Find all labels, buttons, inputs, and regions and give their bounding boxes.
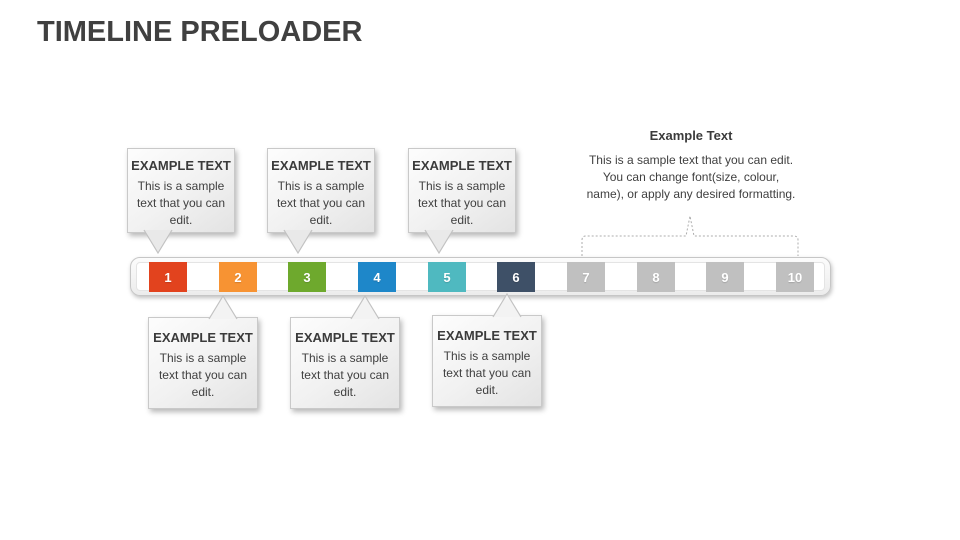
callout-body: This is a sample text that you can edit. [136,179,226,227]
callout-step-5[interactable]: EXAMPLE TEXT This is a sample text that … [408,148,516,255]
note-line: You can change font(size, colour, [602,170,780,184]
timeline-bar: 1 2 3 4 5 6 7 8 9 10 [130,257,831,296]
callout-body: This is a sample text that you can edit. [300,351,390,399]
callout-tail-down-icon [283,229,313,255]
callout-title: EXAMPLE TEXT [153,330,253,345]
note-title: Example Text [649,128,733,143]
callout-body: This is a sample text that you can edit. [276,179,366,227]
timeline-segment-8[interactable]: 8 [637,262,675,292]
dotted-brace-icon [581,215,799,256]
callout-body: This is a sample text that you can edit. [442,349,532,397]
callout-step-2[interactable]: EXAMPLE TEXT This is a sample text that … [148,294,258,409]
callout-step-6[interactable]: EXAMPLE TEXT This is a sample text that … [432,292,542,407]
callout-tail-up-icon [208,294,238,320]
callout-body: This is a sample text that you can edit. [158,351,248,399]
note-line: name), or apply any desired formatting. [586,187,796,201]
note-line: This is a sample text that you can edit. [588,153,794,167]
callout-step-1[interactable]: EXAMPLE TEXT This is a sample text that … [127,148,235,255]
callout-title: EXAMPLE TEXT [131,158,231,173]
callout-title: EXAMPLE TEXT [412,158,512,173]
timeline-segment-6[interactable]: 6 [497,262,535,292]
callout-title: EXAMPLE TEXT [295,330,395,345]
timeline-segment-3[interactable]: 3 [288,262,326,292]
timeline-segment-2[interactable]: 2 [219,262,257,292]
callout-step-4[interactable]: EXAMPLE TEXT This is a sample text that … [290,294,400,409]
callout-step-3[interactable]: EXAMPLE TEXT This is a sample text that … [267,148,375,255]
callout-body: This is a sample text that you can edit. [417,179,507,227]
callout-tail-down-icon [424,229,454,255]
timeline-segment-4[interactable]: 4 [358,262,396,292]
callout-title: EXAMPLE TEXT [437,328,537,343]
timeline-segment-10[interactable]: 10 [776,262,814,292]
slide-title: TIMELINE PRELOADER [37,16,363,48]
timeline-segment-1[interactable]: 1 [149,262,187,292]
callout-tail-down-icon [143,229,173,255]
callout-tail-up-icon [492,292,522,318]
timeline-segment-7[interactable]: 7 [567,262,605,292]
callout-title: EXAMPLE TEXT [271,158,371,173]
note-block: Example Text This is a sample text that … [560,128,822,203]
timeline-segment-5[interactable]: 5 [428,262,466,292]
callout-tail-up-icon [350,294,380,320]
timeline-segment-9[interactable]: 9 [706,262,744,292]
